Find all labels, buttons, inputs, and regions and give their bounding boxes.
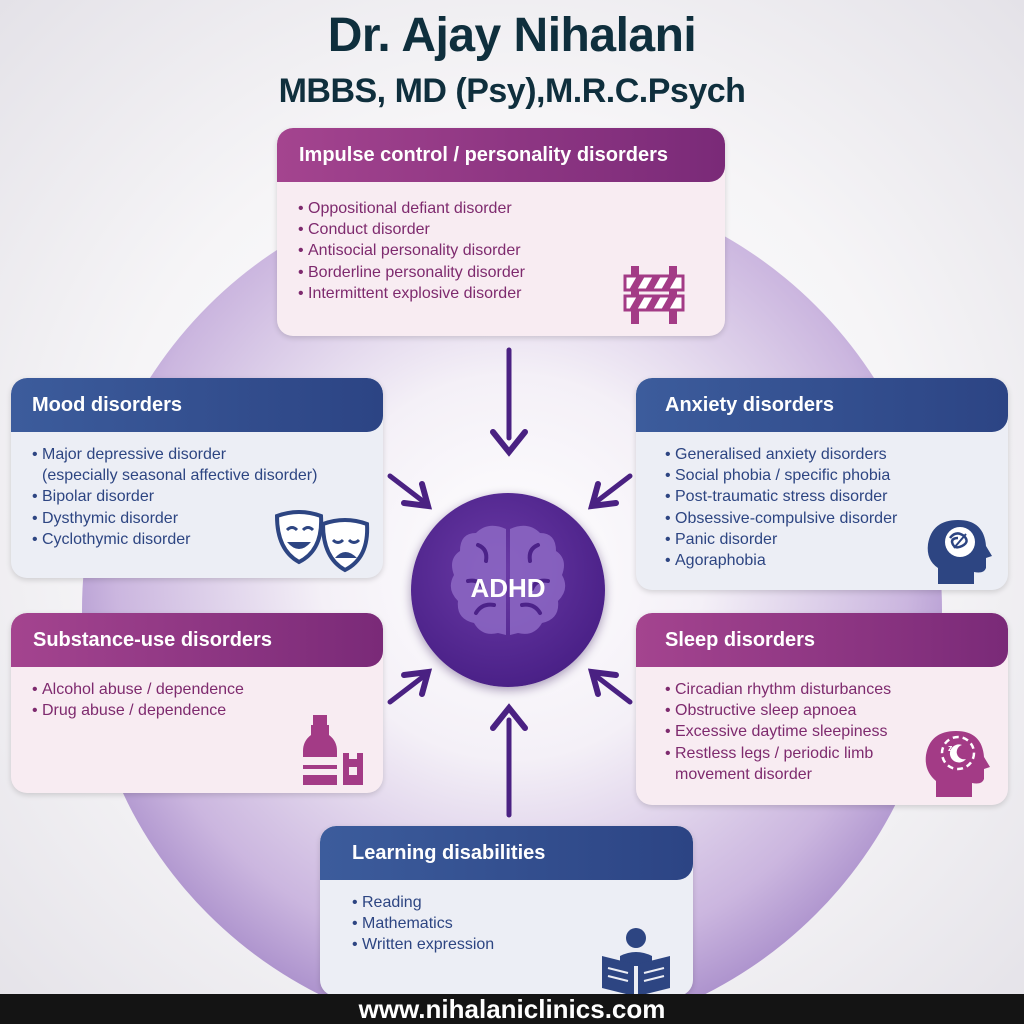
list-item: Social phobia / specific phobia [665,465,988,486]
arrow-upper-left-head [401,481,433,510]
anxiety-disorders-title: Anxiety disorders [665,393,834,416]
list-item: Conduct disorder [298,219,705,240]
sleep-disorders-title: Sleep disorders [665,628,816,651]
list-item: Major depressive disorder [32,444,363,465]
list-item: Dysthymic disorder [32,508,363,529]
substance-use-header: Substance-use disorders [11,613,383,667]
arrow-top-head [490,429,528,457]
list-item: Generalised anxiety disorders [665,444,988,465]
list-item: Obstructive sleep apnoea [665,700,988,721]
arrow-bottom-head [490,703,528,731]
impulse-control-title: Impulse control / personality disorders [299,143,668,166]
footer-bar: www.nihalaniclinics.com [0,994,1024,1024]
arrow-lower-right-head [587,668,619,697]
mood-disorders-box: Mood disorders Major depressive disorder… [11,378,383,578]
learning-disabilities-box: Learning disabilities Reading Mathematic… [320,826,693,996]
list-item: Reading [352,892,673,913]
arrow-upper-left [387,473,427,505]
brain-icon [450,525,566,635]
bottle-glass-icon [303,715,363,785]
list-item: Drug abuse / dependence [32,700,363,721]
substance-use-title: Substance-use disorders [33,628,272,651]
reading-person-icon [602,928,670,996]
list-item: Written expression [352,934,673,955]
page-title: Dr. Ajay Nihalani [327,9,697,62]
mood-disorders-list: Major depressive disorder (especially se… [11,432,383,550]
impulse-control-header: Impulse control / personality disorders [277,128,725,182]
arrow-lower-left [387,673,427,705]
list-item: Alcohol abuse / dependence [32,679,363,700]
list-item-continuation: (especially seasonal affective disorder) [42,467,318,485]
list-item: Cyclothymic disorder [32,529,363,550]
arrow-upper-right [593,473,633,505]
list-item: Mathematics [352,913,673,934]
adhd-label: ADHD [470,573,546,603]
list-item: Excessive daytime sleepiness [665,721,988,742]
list-item: Bipolar disorder [32,486,363,507]
impulse-control-list: Oppositional defiant disorder Conduct di… [277,182,725,304]
sleep-disorders-box: Sleep disorders Circadian rhythm disturb… [636,613,1008,805]
sleep-disorders-header: Sleep disorders [636,613,1008,667]
svg-text:z: z [948,743,953,753]
learning-disabilities-list: Reading Mathematics Written expression [320,880,693,956]
list-item: Borderline personality disorder [298,262,705,283]
website-url[interactable]: www.nihalaniclinics.com [358,994,666,1024]
mood-disorders-header: Mood disorders [11,378,383,432]
substance-use-box: Substance-use disorders Alcohol abuse / … [11,613,383,793]
arrow-lower-left-head [401,668,433,697]
anxiety-disorders-header: Anxiety disorders [636,378,1008,432]
anxiety-disorders-list: Generalised anxiety disorders Social pho… [636,432,1008,571]
list-item: Panic disorder [665,529,988,550]
anxiety-disorders-box: Anxiety disorders Generalised anxiety di… [636,378,1008,590]
impulse-control-box: Impulse control / personality disorders … [277,128,725,336]
list-item: Oppositional defiant disorder [298,198,705,219]
barrier-icon [623,266,685,324]
learning-disabilities-title: Learning disabilities [352,841,546,864]
list-item: Antisocial personality disorder [298,240,705,261]
list-item-continuation: movement disorder [675,765,812,783]
list-item: Restless legs / periodic limb [665,743,988,764]
learning-disabilities-header: Learning disabilities [320,826,693,880]
list-item: Intermittent explosive disorder [298,283,705,304]
list-item: Obsessive-compulsive disorder [665,508,988,529]
head-anxiety-icon [927,520,992,584]
list-item: Agoraphobia [665,550,988,571]
sleep-disorders-list: Circadian rhythm disturbances Obstructiv… [636,667,1008,785]
theatre-masks-icon [274,510,370,573]
page-subtitle: MBBS, MD (Psy),M.R.C.Psych [278,72,746,110]
list-item: Circadian rhythm disturbances [665,679,988,700]
mood-disorders-title: Mood disorders [32,393,183,416]
arrow-upper-right-head [587,481,619,510]
list-item: Post-traumatic stress disorder [665,486,988,507]
head-sleep-icon: z [925,731,990,797]
adhd-hub: ADHD [411,493,605,687]
substance-use-list: Alcohol abuse / dependence Drug abuse / … [11,667,383,722]
arrow-lower-right [593,673,633,705]
